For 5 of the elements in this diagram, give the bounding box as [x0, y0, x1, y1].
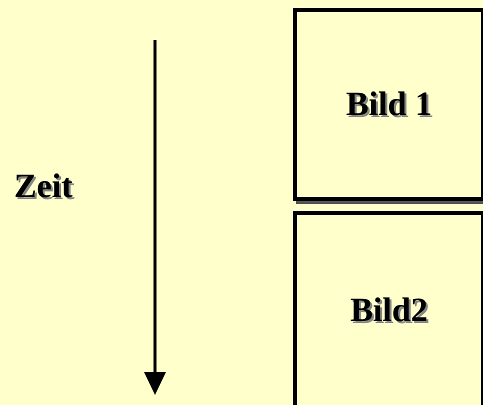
frame-box — [293, 8, 483, 201]
frame-title: Bild 1 — [346, 86, 432, 124]
time-label: Zeit — [14, 168, 73, 206]
frame-title: Bild2 — [350, 292, 428, 330]
frame-box — [293, 211, 483, 405]
